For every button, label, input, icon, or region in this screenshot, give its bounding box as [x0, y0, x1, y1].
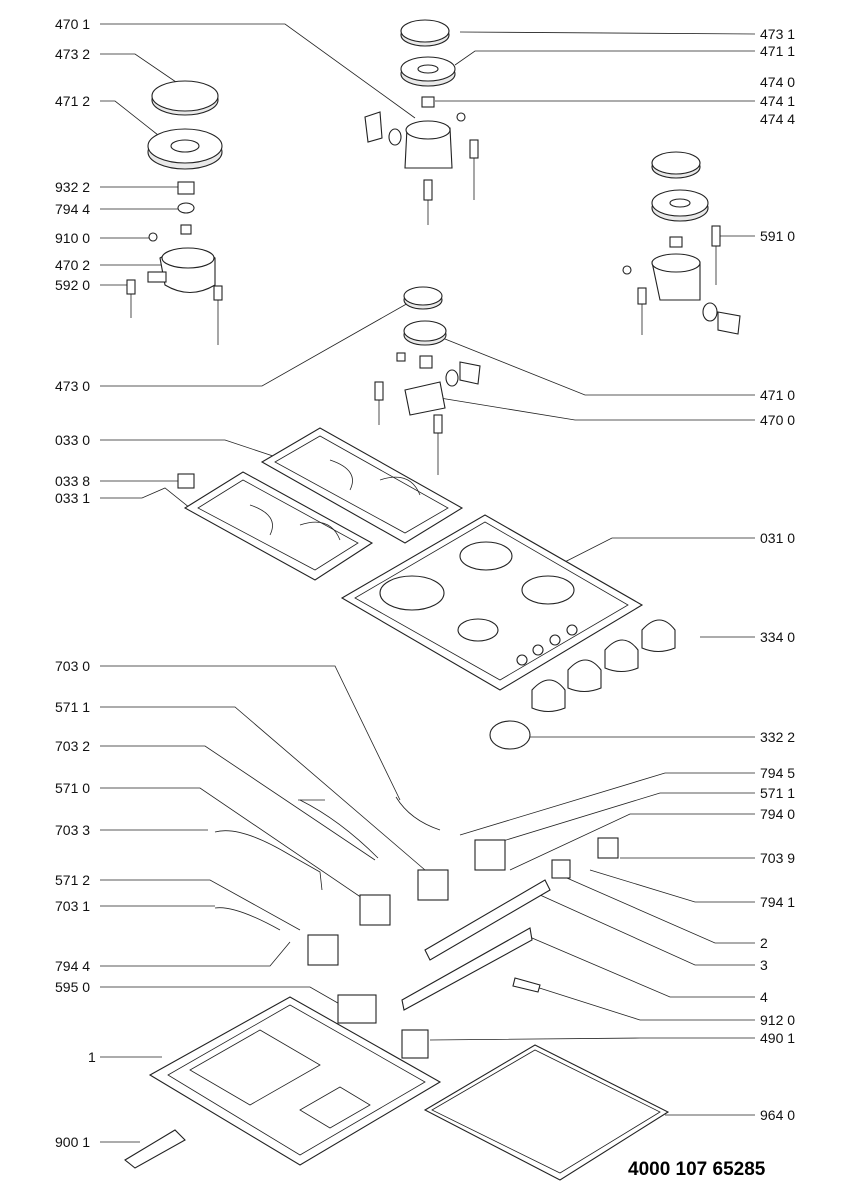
callout-703-1: 703 1 — [55, 898, 90, 914]
hob-top — [340, 514, 644, 691]
callout-703-9: 703 9 — [760, 850, 795, 866]
callout-471-2: 471 2 — [55, 93, 90, 109]
leader-471-0 — [434, 334, 755, 396]
leader-703-2 — [100, 745, 376, 861]
leader-703-0 — [100, 665, 401, 801]
leader-595-0 — [100, 986, 351, 1011]
callout-332-2: 332 2 — [760, 729, 795, 745]
leader-490-1 — [429, 1037, 755, 1041]
callout-471-0: 471 0 — [760, 387, 795, 403]
callout-794-4-bottom: 794 4 — [55, 958, 90, 974]
leader-571-1-left — [100, 706, 426, 871]
callout-473-0: 473 0 — [55, 378, 90, 394]
callout-474-0: 474 0 — [760, 74, 795, 90]
callout-932-2: 932 2 — [55, 179, 90, 195]
callout-470-1: 470 1 — [55, 16, 90, 32]
callout-labels-left: 470 1 473 2 471 2 932 2 794 4 910 0 470 … — [55, 16, 96, 1150]
callout-794-4-top: 794 4 — [55, 201, 90, 217]
callout-912-0: 912 0 — [760, 1012, 795, 1028]
callout-595-0: 595 0 — [55, 979, 90, 995]
leader-470-0 — [439, 397, 755, 421]
leader-794-1 — [589, 869, 755, 903]
callout-033-0: 033 0 — [55, 432, 90, 448]
leader-473-2 — [100, 53, 177, 83]
callout-910-0: 910 0 — [55, 230, 90, 246]
callout-474-4: 474 4 — [760, 111, 795, 127]
callout-703-2: 703 2 — [55, 738, 90, 754]
document-code: 4000 107 65285 — [628, 1159, 766, 1180]
leader-3 — [539, 894, 755, 966]
gas-pipes-valves — [214, 796, 619, 1059]
callout-591-0: 591 0 — [760, 228, 795, 244]
callout-4: 4 — [760, 989, 768, 1005]
base-tray — [124, 996, 442, 1169]
leader-473-1 — [459, 31, 756, 35]
leader-571-2 — [100, 879, 301, 931]
callout-labels-right: 473 1 471 1 474 0 474 1 474 4 591 0 471 … — [760, 26, 795, 1123]
callout-470-2: 470 2 — [55, 257, 90, 273]
callout-1: 1 — [88, 1049, 96, 1065]
callout-571-0: 571 0 — [55, 780, 90, 796]
burner-assembly-small — [374, 286, 481, 475]
callout-964-0: 964 0 — [760, 1107, 795, 1123]
leader-2 — [559, 874, 755, 944]
burner-assembly-right — [622, 151, 741, 335]
callout-794-1: 794 1 — [760, 894, 795, 910]
leader-473-0 — [100, 301, 411, 387]
leader-033-0 — [100, 439, 286, 461]
callout-033-1: 033 1 — [55, 490, 90, 506]
callout-2: 2 — [760, 935, 768, 951]
callout-3: 3 — [760, 957, 768, 973]
callout-571-1-right: 571 1 — [760, 785, 795, 801]
callout-474-1: 474 1 — [760, 93, 795, 109]
callout-470-0: 470 0 — [760, 412, 795, 428]
knobs — [489, 619, 676, 750]
callout-473-1: 473 1 — [760, 26, 795, 42]
leader-794-5 — [459, 772, 755, 836]
leader-470-1-top — [100, 23, 416, 119]
leader-033-1 — [100, 487, 196, 513]
callout-794-0: 794 0 — [760, 806, 795, 822]
leader-4 — [524, 934, 755, 998]
callout-571-1-left: 571 1 — [55, 699, 90, 715]
leader-571-1-right — [479, 792, 755, 849]
seal — [423, 1044, 670, 1181]
pan-supports — [177, 427, 464, 581]
callout-473-2: 473 2 — [55, 46, 90, 62]
leader-794-0 — [509, 813, 755, 871]
burner-assembly-left — [126, 80, 223, 345]
callout-334-0: 334 0 — [760, 629, 795, 645]
leader-031-0 — [544, 537, 755, 573]
callout-900-1: 900 1 — [55, 1134, 90, 1150]
leader-471-2 — [100, 100, 159, 136]
leader-794-4-bottom — [100, 941, 291, 967]
burner-assembly-center — [364, 19, 479, 225]
callout-571-2: 571 2 — [55, 872, 90, 888]
parts — [124, 19, 741, 1181]
callout-794-5: 794 5 — [760, 765, 795, 781]
callout-703-3: 703 3 — [55, 822, 90, 838]
leader-571-0 — [100, 787, 366, 901]
callout-490-1: 490 1 — [760, 1030, 795, 1046]
callout-031-0: 031 0 — [760, 530, 795, 546]
callout-033-8: 033 8 — [55, 473, 90, 489]
callout-471-1: 471 1 — [760, 43, 795, 59]
callout-592-0: 592 0 — [55, 277, 90, 293]
leader-lines — [100, 23, 756, 1143]
leader-912-0 — [529, 984, 755, 1021]
leader-471-1 — [454, 50, 755, 66]
callout-703-0: 703 0 — [55, 658, 90, 674]
